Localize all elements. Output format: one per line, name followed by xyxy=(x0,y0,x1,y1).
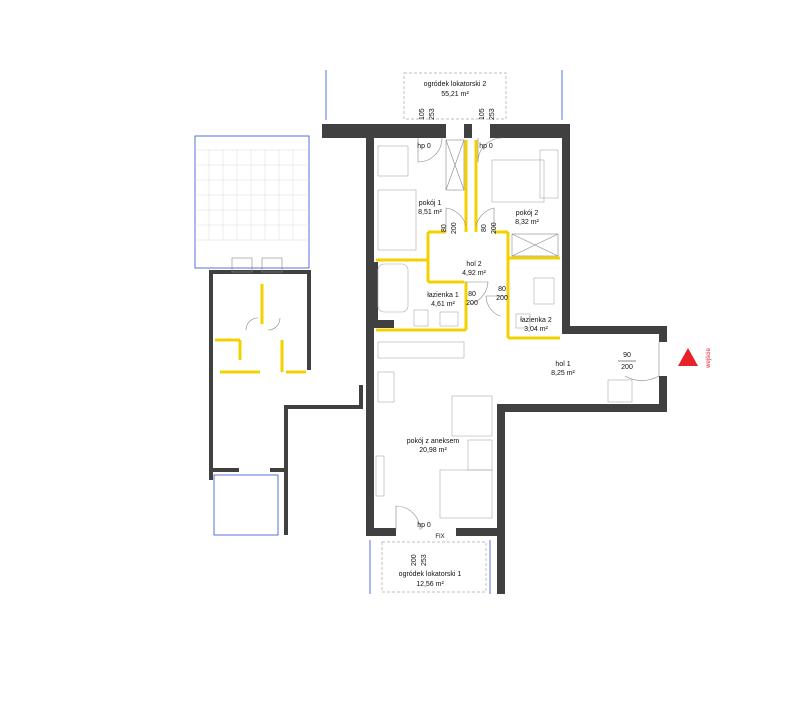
hall2-name: hol 2 xyxy=(466,261,481,268)
left-mini-plan xyxy=(194,135,363,536)
hall2-area: 4,92 m² xyxy=(462,270,486,277)
furniture xyxy=(375,145,633,519)
door-tag-fix: FIX xyxy=(435,534,444,540)
bath1-area: 4,61 m² xyxy=(431,301,455,308)
hall-cabinet xyxy=(607,379,633,403)
door-tag-hp-a: hp 0 xyxy=(417,143,431,150)
room2-wardrobe xyxy=(539,149,559,199)
living-name: pokój z aneksem xyxy=(407,438,460,445)
garden-2-outline xyxy=(325,70,563,120)
mini-garden-2-frame xyxy=(213,474,279,536)
entry-door-height: 200 xyxy=(621,364,633,371)
entrance-label: wejście xyxy=(706,348,712,369)
door-bath2-width: 80 xyxy=(498,286,506,293)
win-c-width: 200 xyxy=(411,554,418,566)
kitchen-counter xyxy=(377,341,465,359)
win-c-height: 253 xyxy=(421,554,428,566)
room1-area: 8,51 m² xyxy=(418,209,442,216)
toilet-1 xyxy=(413,309,429,327)
bath1-name: łazienka 1 xyxy=(427,292,459,299)
room-labels: ogródek lokatorski 2 55,21 m² pokój 1 8,… xyxy=(399,81,576,588)
room2-area: 8,32 m² xyxy=(515,219,539,226)
door-tags: hp 0 hp 0 hp 0 FIX xyxy=(417,143,493,540)
door-swings xyxy=(395,137,660,531)
door-bath1-height: 200 xyxy=(466,300,478,307)
door-bath2-height: 200 xyxy=(496,295,508,302)
door-room2-width: 80 xyxy=(481,224,488,232)
entry-door-width: 90 xyxy=(623,352,631,359)
living-area: 20,98 m² xyxy=(419,447,447,454)
win-b-height: 253 xyxy=(489,108,496,120)
door-room1-height: 200 xyxy=(451,222,458,234)
bathtub xyxy=(377,263,409,313)
sink-1 xyxy=(439,311,459,327)
mini-garden-grid xyxy=(195,149,309,241)
door-room1-width: 80 xyxy=(441,224,448,232)
armchair xyxy=(467,439,493,471)
hall1-name: hol 1 xyxy=(555,361,570,368)
room1-name: pokój 1 xyxy=(419,200,442,207)
bath2-name: łazienka 2 xyxy=(520,317,552,324)
garden1-area: 12,56 m² xyxy=(416,581,444,588)
door-room2-height: 200 xyxy=(491,222,498,234)
win-a-width: 105 xyxy=(419,108,426,120)
win-a-height: 253 xyxy=(429,108,436,120)
mini-garden-frame xyxy=(194,135,310,269)
garden1-name: ogródek lokatorski 1 xyxy=(399,571,462,578)
kitchen-appliance xyxy=(377,371,395,403)
partitions xyxy=(376,140,560,340)
door-bath1-width: 80 xyxy=(468,291,476,298)
door-tag-hp-b: hp 0 xyxy=(479,143,493,150)
garden-1-outline xyxy=(369,540,491,594)
room2-name: pokój 2 xyxy=(516,210,539,217)
tv-unit xyxy=(375,455,385,497)
garden2-area: 55,21 m² xyxy=(441,91,469,98)
room1-bed-nightstand xyxy=(377,145,409,177)
sofa xyxy=(439,469,493,519)
entrance-marker: wejście xyxy=(678,348,712,369)
bath2-area: 3,04 m² xyxy=(524,326,548,333)
dimension-labels: 105 253 105 253 80 200 80 200 80 200 80 … xyxy=(411,108,636,566)
toilet-2 xyxy=(515,313,531,329)
walls xyxy=(322,124,667,594)
entrance-arrow-icon xyxy=(678,348,698,366)
hall1-area: 8,25 m² xyxy=(551,370,575,377)
room1-desk xyxy=(377,189,417,251)
washbasin-2 xyxy=(533,277,555,305)
dining-table xyxy=(451,395,493,437)
room2-bed xyxy=(491,159,545,203)
garden2-name: ogródek lokatorski 2 xyxy=(424,81,487,88)
door-tag-hp-c: hp 0 xyxy=(417,522,431,529)
win-b-width: 105 xyxy=(479,108,486,120)
